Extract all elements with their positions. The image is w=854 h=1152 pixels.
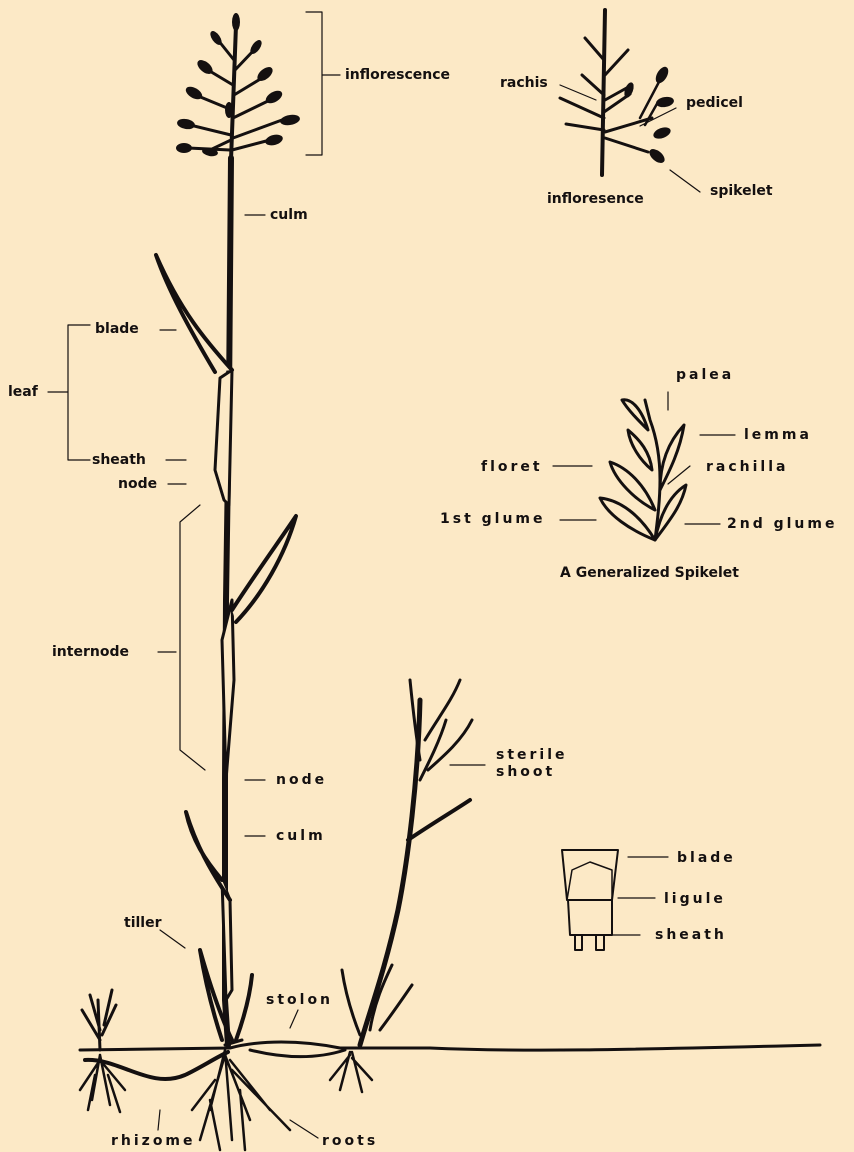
inflorescence-caption: infloresence	[547, 192, 644, 206]
label-inflorescence: inflorescence	[345, 68, 450, 82]
spikelet-caption: A Generalized Spikelet	[560, 566, 739, 580]
label-ligule-blade: blade	[677, 851, 736, 865]
label-blade: blade	[95, 322, 139, 336]
label-internode: internode	[52, 645, 129, 659]
label-rhizome: rhizome	[111, 1134, 196, 1148]
label-shoot: shoot	[496, 765, 555, 779]
label-culm-lower: culm	[276, 829, 326, 843]
label-sheath: sheath	[92, 453, 146, 467]
label-pedicel: pedicel	[686, 96, 743, 110]
label-lemma: lemma	[744, 428, 812, 442]
main-inflorescence-drawing	[176, 13, 301, 160]
label-ligule: ligule	[664, 892, 726, 906]
leaf-bracket	[48, 325, 90, 460]
label-rachis: rachis	[500, 76, 548, 90]
label-leaf: leaf	[8, 385, 38, 399]
label-stolon: stolon	[266, 993, 333, 1007]
label-sterile: sterile	[496, 748, 568, 762]
ligule-detail-leaders	[608, 857, 668, 935]
label-tiller: tiller	[124, 916, 162, 930]
label-node-upper: node	[118, 477, 157, 491]
label-rachilla: rachilla	[706, 460, 788, 474]
label-roots: roots	[322, 1134, 378, 1148]
label-second-glume: 2nd glume	[727, 517, 837, 531]
label-first-glume: 1st glume	[440, 512, 546, 526]
inflorescence-detail-leaders	[560, 85, 700, 192]
label-palea: palea	[676, 368, 734, 382]
label-culm-top: culm	[270, 208, 308, 222]
inflorescence-bracket	[306, 12, 340, 155]
upper-leaf-drawing	[156, 255, 232, 505]
label-floret: floret	[481, 460, 543, 474]
label-node-lower: node	[276, 773, 327, 787]
label-ligule-sheath: sheath	[655, 928, 727, 942]
label-spikelet: spikelet	[710, 184, 773, 198]
spikelet-detail-drawing	[600, 400, 686, 540]
middle-leaf-drawing	[222, 516, 296, 780]
sterile-shoot-drawing	[342, 680, 472, 1045]
left-small-plant-drawing	[82, 990, 116, 1050]
ground-line	[80, 1042, 820, 1079]
internode-bracket	[180, 505, 205, 770]
